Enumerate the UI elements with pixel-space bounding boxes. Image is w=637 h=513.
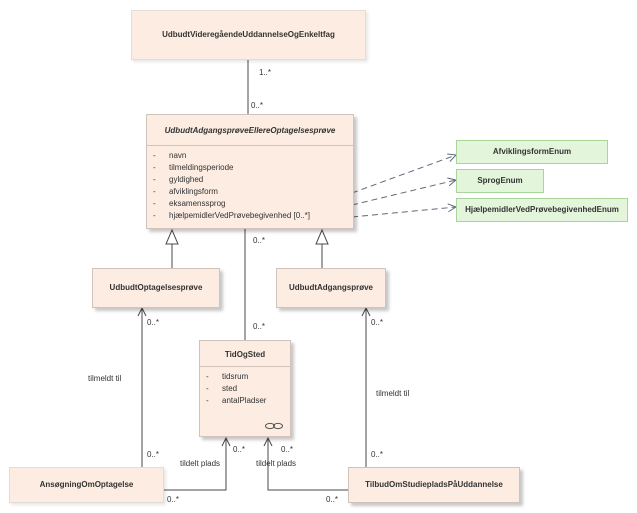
multiplicity-label: 0..* — [147, 450, 160, 459]
class-udbudt-adgangsproeve[interactable]: UdbudtAdgangsprøve — [276, 268, 386, 308]
class-name: UdbudtAdgangsprøve — [289, 283, 373, 292]
attribute-antalpladser: -antalPladser — [206, 396, 267, 405]
link-icon — [265, 422, 283, 430]
class-name: UdbudtAdgangsprøveEllereOptagelsesprøve — [164, 126, 336, 135]
class-name: UdbudtVideregåendeUddannelseOgEnkeltfag — [162, 30, 335, 39]
dependency-sprog — [351, 180, 456, 206]
role-label: tildelt plads — [256, 459, 297, 468]
class-name: AnsøgningOmOptagelse — [39, 480, 134, 489]
multiplicity-label: 0..* — [147, 318, 160, 327]
multiplicity-label: 0..* — [371, 450, 384, 459]
attribute-hjaelpemidler: -hjælpemidlerVedPrøvebegivenhed [0..*] — [153, 211, 310, 220]
enum-hjaelpemidler[interactable]: HjælpemidlerVedPrøvebegivenhedEnum — [456, 198, 628, 222]
multiplicity-label: 0..* — [233, 445, 246, 454]
multiplicity-label: 0..* — [281, 445, 294, 454]
attribute-compartment: -navn -tilmeldingsperiode -gyldighed -af… — [147, 145, 353, 228]
enum-sprog[interactable]: SprogEnum — [456, 169, 544, 193]
multiplicity-label: 0..* — [253, 322, 266, 331]
attribute-tidsrum: -tidsrum — [206, 372, 249, 381]
attribute-navn: -navn — [153, 151, 187, 160]
role-label: tilmeldt til — [88, 374, 122, 383]
multiplicity-label: 0..* — [326, 495, 339, 504]
class-tilbud-om-studieplads[interactable]: TilbudOmStudiepladsPåUddannelse — [348, 467, 520, 503]
attribute-eksamenssprog: -eksamenssprog — [153, 199, 226, 208]
assoc-ansoegning-tidogsted — [164, 438, 226, 491]
multiplicity-label: 0..* — [253, 236, 266, 245]
generalization-arrowhead-right — [315, 228, 329, 245]
attribute-tilmeldingsperiode: -tilmeldingsperiode — [153, 163, 234, 172]
assoc-tilbud-tidogsted — [268, 438, 348, 491]
class-tid-og-sted[interactable]: TidOgSted -tidsrum -sted -antalPladser — [199, 340, 291, 437]
attribute-compartment: -tidsrum -sted -antalPladser — [200, 366, 290, 436]
attribute-afviklingsform: -afviklingsform — [153, 187, 218, 196]
class-udbudt-adgangsproeve-eller-optagelsesproeve[interactable]: UdbudtAdgangsprøveEllereOptagelsesprøve … — [146, 114, 354, 229]
class-ansoegning-om-optagelse[interactable]: AnsøgningOmOptagelse — [9, 467, 164, 503]
multiplicity-label: 0..* — [251, 101, 264, 110]
enum-afviklingsform[interactable]: AfviklingsformEnum — [456, 140, 608, 164]
attribute-gyldighed: -gyldighed — [153, 175, 204, 184]
dependency-hjaelpemidler — [351, 207, 456, 218]
class-name: TilbudOmStudiepladsPåUddannelse — [365, 480, 503, 489]
dependency-afviklingsform — [351, 155, 456, 194]
multiplicity-label: 1..* — [259, 68, 272, 77]
class-name: TidOgSted — [224, 350, 266, 359]
class-name: UdbudtOptagelsesprøve — [109, 283, 203, 292]
attribute-sted: -sted — [206, 384, 238, 393]
generalization-arrowhead-left — [165, 228, 179, 245]
role-label: tildelt plads — [180, 459, 221, 468]
multiplicity-label: 0..* — [371, 318, 384, 327]
multiplicity-label: 0..* — [167, 495, 180, 504]
role-label: tilmeldt til — [376, 389, 410, 398]
class-udbudt-videregaaende[interactable]: UdbudtVideregåendeUddannelseOgEnkeltfag — [131, 10, 366, 60]
class-udbudt-optagelsesproeve[interactable]: UdbudtOptagelsesprøve — [92, 268, 220, 308]
